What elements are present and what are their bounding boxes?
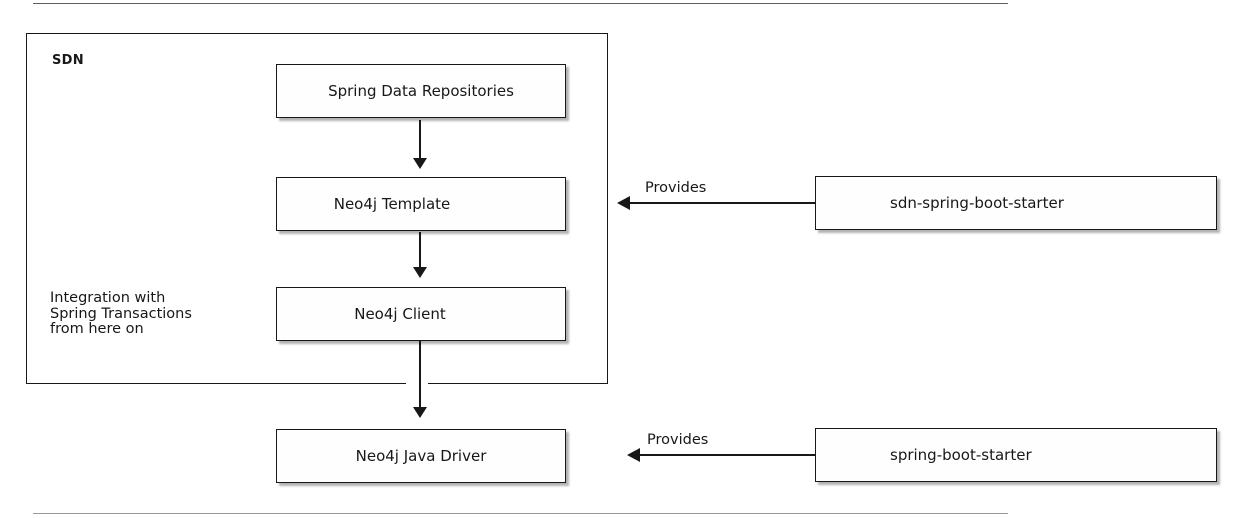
arrow-boot-starter-provides-head-icon <box>627 448 640 462</box>
integration-note-line-2: Spring Transactions <box>50 305 192 322</box>
node-neo4j-java-driver-label: Neo4j Java Driver <box>355 447 487 465</box>
node-neo4j-template-label: Neo4j Template <box>333 195 451 213</box>
node-neo4j-template: Neo4j Template <box>276 177 566 231</box>
arrow-template-to-client-line <box>419 232 421 268</box>
arrow-sdn-starter-provides-head-icon <box>617 196 630 210</box>
package-border-gap <box>406 382 428 387</box>
arrow-boot-starter-provides-line <box>639 454 815 456</box>
node-sdn-spring-boot-starter: sdn-spring-boot-starter <box>815 176 1217 230</box>
arrow-client-to-driver-head-icon <box>413 407 427 418</box>
node-neo4j-client-label: Neo4j Client <box>354 305 446 323</box>
arrow-template-to-client-head-icon <box>413 267 427 278</box>
sdn-package-title: SDN <box>52 53 84 68</box>
integration-note: Integration with Spring Transactions fro… <box>50 290 250 338</box>
node-sdn-spring-boot-starter-label: sdn-spring-boot-starter <box>890 194 1064 212</box>
arrow-sdn-starter-provides-line <box>629 202 815 204</box>
node-neo4j-client: Neo4j Client <box>276 287 566 341</box>
page-top-border <box>33 3 1008 4</box>
integration-note-line-3: from here on <box>50 321 144 337</box>
provides-label-top: Provides <box>645 180 707 196</box>
node-spring-boot-starter-label: spring-boot-starter <box>890 446 1032 464</box>
arrow-repositories-to-template-line <box>419 120 421 159</box>
node-spring-data-repositories: Spring Data Repositories <box>276 64 566 118</box>
arrow-repositories-to-template-head-icon <box>413 158 427 169</box>
page-bottom-border <box>33 513 1008 514</box>
node-spring-boot-starter: spring-boot-starter <box>815 428 1217 482</box>
arrow-client-to-driver-line <box>419 341 421 408</box>
node-neo4j-java-driver: Neo4j Java Driver <box>276 429 566 483</box>
node-spring-data-repositories-label: Spring Data Repositories <box>328 82 514 100</box>
integration-note-line-1: Integration with <box>50 290 166 306</box>
provides-label-bottom: Provides <box>647 432 709 448</box>
sdn-package-frame: SDN <box>26 33 608 384</box>
